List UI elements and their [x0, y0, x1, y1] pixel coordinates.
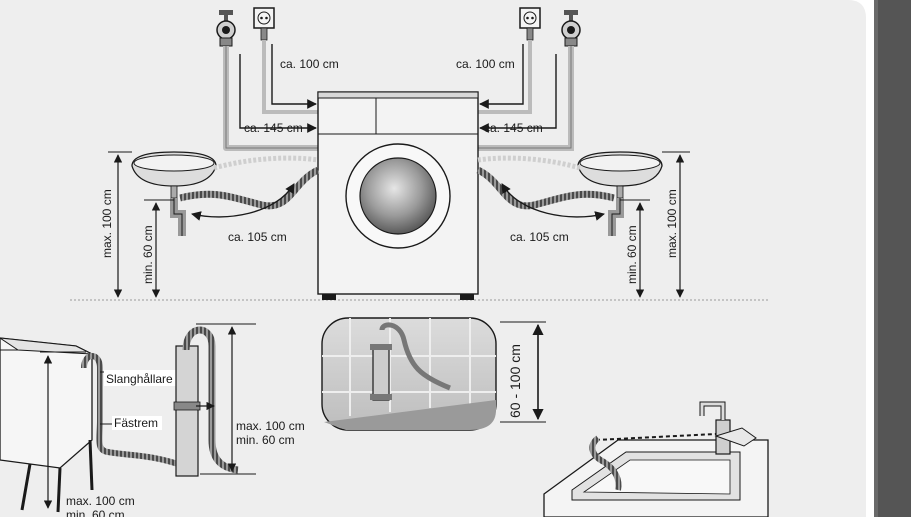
arrow-105-left [191, 183, 295, 221]
sink-icon [131, 151, 217, 236]
label-height-min-right: min. 60 cm [625, 225, 639, 284]
wall-drain-inset [321, 317, 497, 431]
label-hose-holder: Slanghållare [106, 372, 173, 386]
arrow-145-left [239, 54, 317, 133]
faucet-icon [699, 401, 757, 455]
standpipe-icon [173, 326, 239, 477]
dimension-left [108, 151, 174, 298]
dimension-tub [40, 351, 86, 509]
power-cord-right [478, 40, 532, 114]
power-cord-left [262, 40, 318, 114]
label-height-min-bottom: min. 60 cm [66, 508, 125, 517]
dimension-standpipe [196, 323, 256, 475]
water-tap-icon [216, 10, 236, 47]
label-height-max-right: max. 100 cm [665, 189, 679, 258]
label-drain-right: ca. 105 cm [510, 230, 569, 244]
label-height-max-middle: max. 100 cm [236, 419, 305, 433]
washing-machine-icon [317, 91, 479, 300]
dimension-right [620, 151, 690, 298]
power-socket-icon [519, 7, 541, 41]
label-hose-left-upper: ca. 100 cm [280, 57, 339, 71]
label-height-max-bottom: max. 100 cm [66, 494, 135, 508]
label-hose-right-lower: ca. 145 cm [484, 121, 543, 135]
chain [595, 433, 717, 441]
arrow-105-right [501, 183, 605, 221]
label-height-min-left: min. 60 cm [141, 225, 155, 284]
drain-hose-kitchen [589, 435, 622, 491]
label-hose-left-lower: ca. 145 cm [244, 121, 303, 135]
arrow-100-left [271, 44, 317, 109]
label-hose-right-upper: ca. 100 cm [456, 57, 515, 71]
label-strap: Fästrem [114, 416, 158, 430]
sink-icon [577, 151, 663, 236]
label-height-range: 60 - 100 cm [507, 344, 523, 418]
label-height-min-middle: min. 60 cm [236, 433, 295, 447]
power-socket-icon [253, 7, 275, 41]
arrow-145-right [479, 54, 557, 133]
drain-hose-tub [81, 353, 185, 469]
right-sidebar [874, 0, 911, 517]
arrow-100-right [479, 44, 524, 109]
label-drain-left: ca. 105 cm [228, 230, 287, 244]
label-height-max-left: max. 100 cm [100, 189, 114, 258]
dimension-inset [500, 321, 546, 423]
